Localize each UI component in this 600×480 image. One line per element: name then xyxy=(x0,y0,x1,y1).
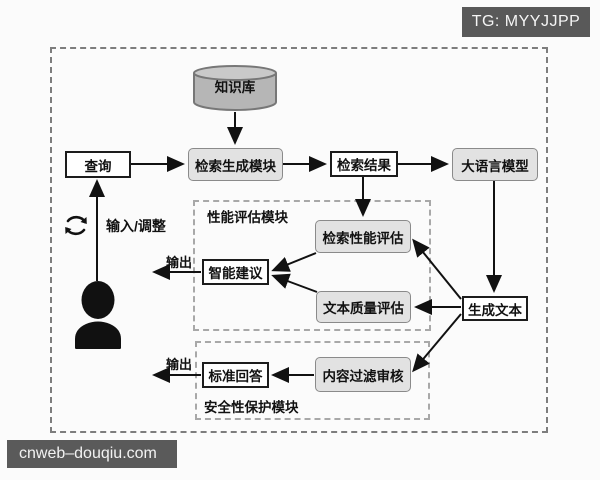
node-retrieval-results: 检索结果 xyxy=(330,151,398,177)
output-label-bottom: 输出 xyxy=(165,357,192,372)
input-adjust-label: 输入/调整 xyxy=(106,218,166,234)
node-llm: 大语言模型 xyxy=(452,148,538,181)
diagram-frame xyxy=(50,47,548,433)
security-module-box xyxy=(195,341,430,420)
node-generated-text: 生成文本 xyxy=(462,296,528,321)
node-suggestion: 智能建议 xyxy=(202,259,269,285)
output-label-top: 输出 xyxy=(165,255,192,270)
cycle-icon xyxy=(62,213,90,243)
node-knowledge-base: 知识库 xyxy=(192,64,278,112)
user-icon xyxy=(67,281,129,354)
watermark: cnweb–douqiu.com xyxy=(7,440,177,468)
node-content-filter: 内容过滤审核 xyxy=(315,357,411,392)
node-label: 知识库 xyxy=(214,80,256,95)
node-query: 查询 xyxy=(65,151,131,178)
tg-badge: TG: MYYJJPP xyxy=(462,7,590,37)
node-standard-answer: 标准回答 xyxy=(202,362,269,388)
performance-module-label: 性能评估模块 xyxy=(207,210,288,225)
cylinder-shape xyxy=(193,65,277,111)
node-text-quality-eval: 文本质量评估 xyxy=(316,291,411,323)
node-retrieval-eval: 检索性能评估 xyxy=(315,220,411,253)
node-retrieval-module: 检索生成模块 xyxy=(188,148,283,181)
security-module-label: 安全性保护模块 xyxy=(204,400,299,415)
